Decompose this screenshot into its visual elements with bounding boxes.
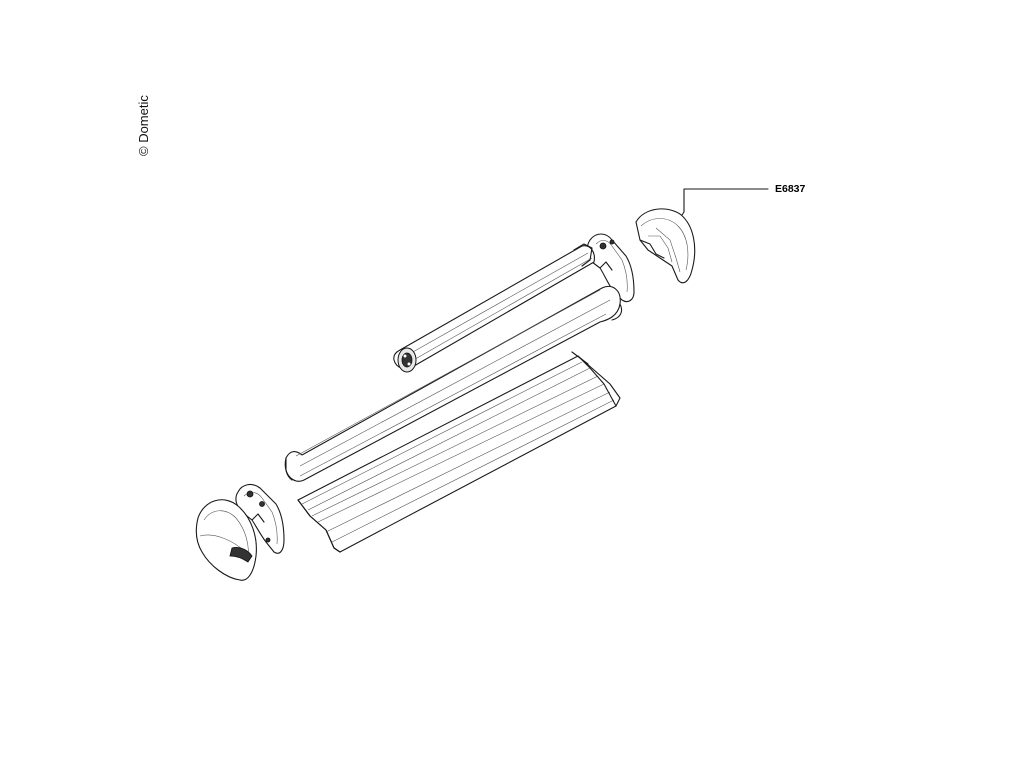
cover-hood	[284, 285, 623, 482]
part-number-label: E6837	[775, 183, 806, 195]
lead-rail-profile	[297, 351, 621, 553]
left-end-cap	[195, 499, 257, 581]
roller-tube	[393, 243, 595, 373]
leader-line	[679, 188, 769, 219]
part-callout: E6837	[679, 183, 806, 219]
right-end-cap	[635, 208, 696, 284]
